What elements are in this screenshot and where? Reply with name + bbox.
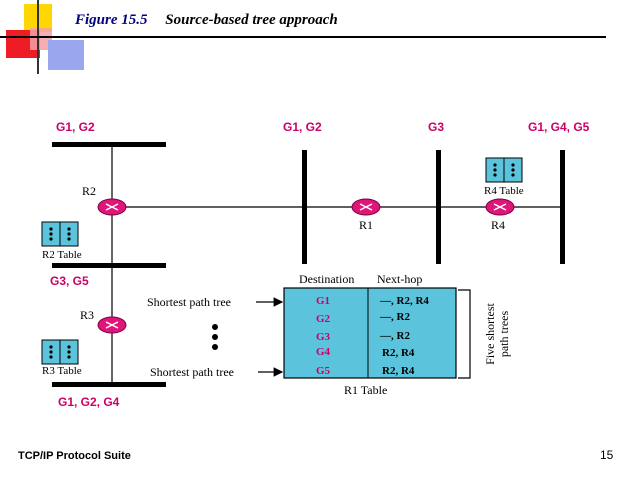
r2-table-icon bbox=[41, 221, 79, 247]
r3-table-icon bbox=[41, 339, 79, 365]
group-label-top-right: G1, G4, G5 bbox=[528, 120, 590, 134]
group-label-mid-left: G3, G5 bbox=[50, 274, 89, 288]
router-r1-label: R1 bbox=[359, 218, 373, 232]
figure-number: Figure 15.5 bbox=[75, 12, 148, 28]
r1-table-header-destination: Destination bbox=[299, 272, 354, 286]
page-number: 15 bbox=[600, 448, 614, 462]
arrow-label-bottom: Shortest path tree bbox=[150, 365, 234, 379]
r1-row-dest: G3 bbox=[316, 331, 331, 343]
r1-table-caption: R1 Table bbox=[344, 383, 387, 397]
lan-bottom-left bbox=[52, 382, 166, 387]
decor-pink-square bbox=[30, 28, 52, 50]
router-r3-label: R3 bbox=[80, 308, 94, 322]
r1-row-next: —, R2, R4 bbox=[379, 295, 429, 307]
group-label-top-mid: G1, G2 bbox=[283, 120, 322, 134]
arrow-label-top: Shortest path tree bbox=[147, 295, 231, 309]
r3-table-label: R3 Table bbox=[42, 365, 82, 377]
r1-row-dest: G2 bbox=[316, 313, 331, 325]
figure-title: Figure 15.5 Source-based tree approach bbox=[75, 12, 338, 29]
router-r4-icon bbox=[485, 198, 515, 216]
title-rule bbox=[0, 36, 606, 38]
r1-table-header-nexthop: Next-hop bbox=[377, 272, 422, 286]
ellipsis-dot bbox=[212, 324, 218, 330]
router-r1-icon bbox=[351, 198, 381, 216]
r1-row-next: —, R2 bbox=[379, 311, 410, 323]
brace bbox=[458, 289, 471, 379]
ellipsis-dot bbox=[212, 344, 218, 350]
r1-row-next: —, R2 bbox=[379, 330, 410, 342]
r4-table-icon bbox=[485, 157, 523, 183]
ellipsis-dot bbox=[212, 334, 218, 340]
router-r2-label: R2 bbox=[82, 184, 96, 198]
r4-table-label: R4 Table bbox=[484, 185, 524, 197]
r1-row-dest: G4 bbox=[316, 346, 331, 358]
group-label-top-g3: G3 bbox=[428, 120, 444, 134]
footer-suite-name: TCP/IP Protocol Suite bbox=[18, 450, 131, 462]
lan-top-left bbox=[52, 142, 166, 147]
decor-blue-square bbox=[48, 40, 84, 70]
lan-right bbox=[560, 150, 565, 264]
router-r4-label: R4 bbox=[491, 218, 505, 232]
figure-caption: Source-based tree approach bbox=[165, 12, 338, 28]
router-r2-icon bbox=[97, 198, 127, 216]
brace-label-line1: Five shortest bbox=[483, 303, 497, 365]
lan-mid-left bbox=[52, 263, 166, 268]
group-label-top-left: G1, G2 bbox=[56, 120, 95, 134]
r1-row-dest: G1 bbox=[316, 295, 330, 307]
r1-table bbox=[283, 287, 457, 379]
r1-row-dest: G5 bbox=[316, 365, 331, 377]
router-r3-icon bbox=[97, 316, 127, 334]
brace-label-line2: path trees bbox=[497, 311, 511, 358]
r2-table-label: R2 Table bbox=[42, 249, 82, 261]
group-label-bottom-left: G1, G2, G4 bbox=[58, 395, 120, 409]
r1-row-next: R2, R4 bbox=[382, 347, 415, 359]
r1-row-next: R2, R4 bbox=[382, 365, 415, 377]
